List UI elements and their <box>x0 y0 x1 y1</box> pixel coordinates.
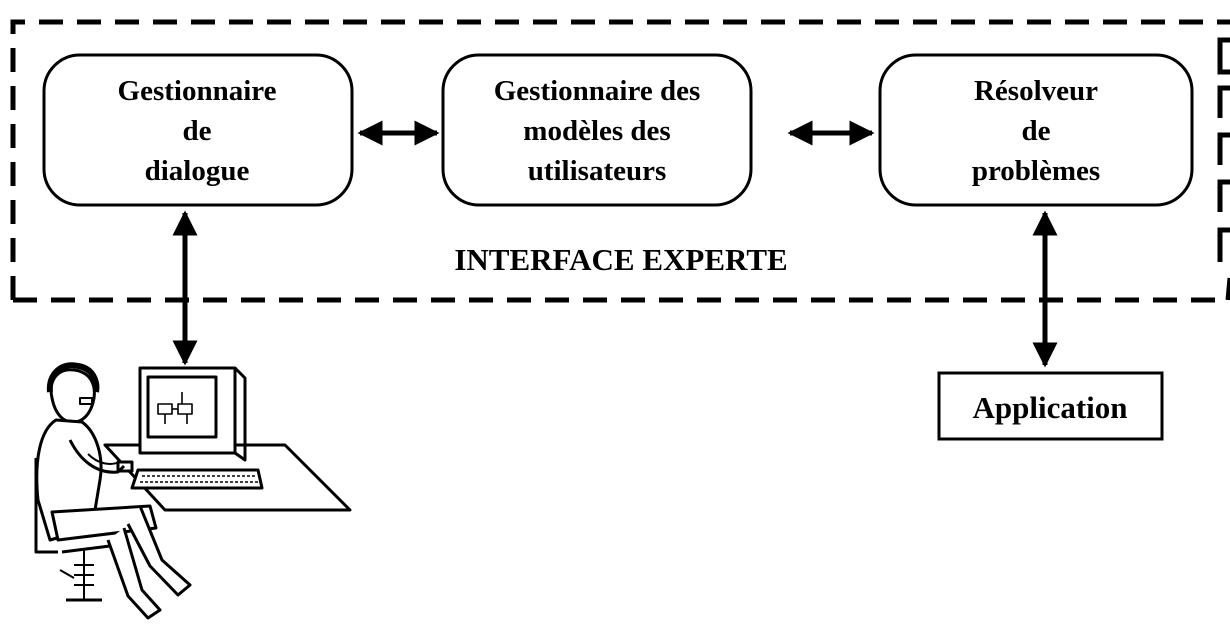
dialogue-manager-line-1: Gestionnaire <box>118 75 277 107</box>
user-models-line-1: Gestionnaire des <box>494 75 701 107</box>
user-models-line-2: modèles des <box>523 115 670 147</box>
application-label: Application <box>972 390 1127 425</box>
dialogue-manager-box: Gestionnaire de dialogue <box>42 53 354 207</box>
expert-interface-label: INTERFACE EXPERTE <box>454 242 787 277</box>
problem-solver-line-3: problèmes <box>972 155 1100 187</box>
user-workstation-illustration <box>34 362 352 620</box>
computer-monitor-icon <box>138 366 247 462</box>
keyboard-icon <box>130 468 264 490</box>
dialogue-manager-line-3: dialogue <box>145 155 250 187</box>
problem-solver-line-1: Résolveur <box>974 75 1098 107</box>
user-models-line-3: utilisateurs <box>528 155 667 187</box>
problem-solver-line-2: de <box>1022 115 1051 147</box>
expert-interface-boundary <box>10 19 1230 303</box>
dialogue-manager-line-2: de <box>183 115 212 147</box>
problem-solver-box: Résolveur de problèmes <box>878 53 1194 207</box>
application-box: Application <box>937 371 1164 441</box>
right-edge-dash-marks <box>1217 37 1230 301</box>
mouse-icon <box>116 460 134 473</box>
seated-person-figure <box>34 362 192 620</box>
user-models-manager-box: Gestionnaire des modèles des utilisateur… <box>441 53 753 207</box>
